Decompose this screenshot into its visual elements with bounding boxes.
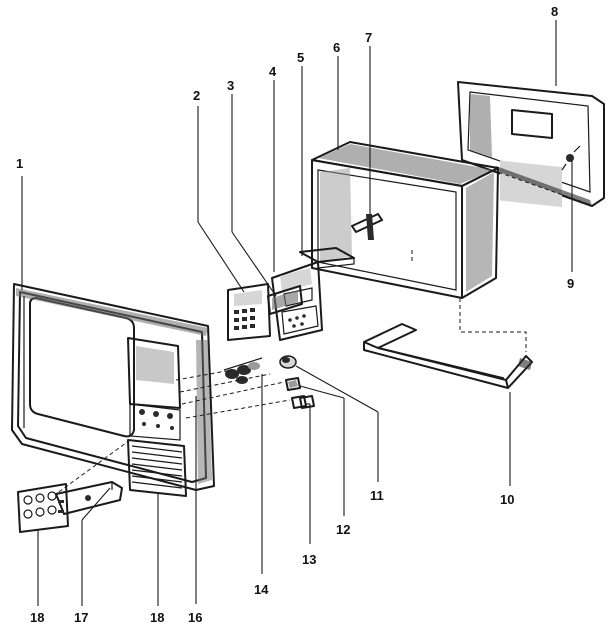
knob-part <box>279 355 297 369</box>
bracket-part <box>351 213 383 240</box>
callout-16: 16 <box>188 610 202 625</box>
callout-labels: 1 2 3 4 5 6 7 8 9 10 11 12 13 14 16 17 1… <box>16 4 574 625</box>
callout-1: 1 <box>16 156 23 171</box>
button-panel-part <box>17 483 69 533</box>
callout-5: 5 <box>297 50 304 65</box>
small-cap-part <box>291 395 315 409</box>
callout-10: 10 <box>500 492 514 507</box>
keypad-panel-part <box>227 283 271 341</box>
base-stand-part <box>363 323 533 389</box>
callout-8: 8 <box>551 4 558 19</box>
callout-3: 3 <box>227 78 234 93</box>
callout-14: 14 <box>254 582 269 597</box>
control-column-part <box>127 337 181 441</box>
callout-12: 12 <box>336 522 350 537</box>
knob-cluster-part <box>223 357 263 384</box>
front-bezel-part <box>11 283 215 491</box>
assembly-guide-lines <box>55 369 291 495</box>
callout-18-left: 18 <box>30 610 44 625</box>
speaker-grille-part <box>127 439 187 497</box>
callout-18-center: 18 <box>150 610 164 625</box>
callout-17: 17 <box>74 610 88 625</box>
rear-cover-part <box>457 81 605 208</box>
leader-lines <box>21 20 573 606</box>
callout-13: 13 <box>302 552 316 567</box>
screw-part <box>561 145 581 171</box>
callout-9: 9 <box>567 276 574 291</box>
callout-4: 4 <box>269 64 277 79</box>
callout-11: 11 <box>370 488 384 503</box>
callout-2: 2 <box>193 88 200 103</box>
small-button-part <box>285 377 301 391</box>
cabinet-box-part <box>311 141 527 352</box>
callout-7: 7 <box>365 30 372 45</box>
callout-6: 6 <box>333 40 340 55</box>
